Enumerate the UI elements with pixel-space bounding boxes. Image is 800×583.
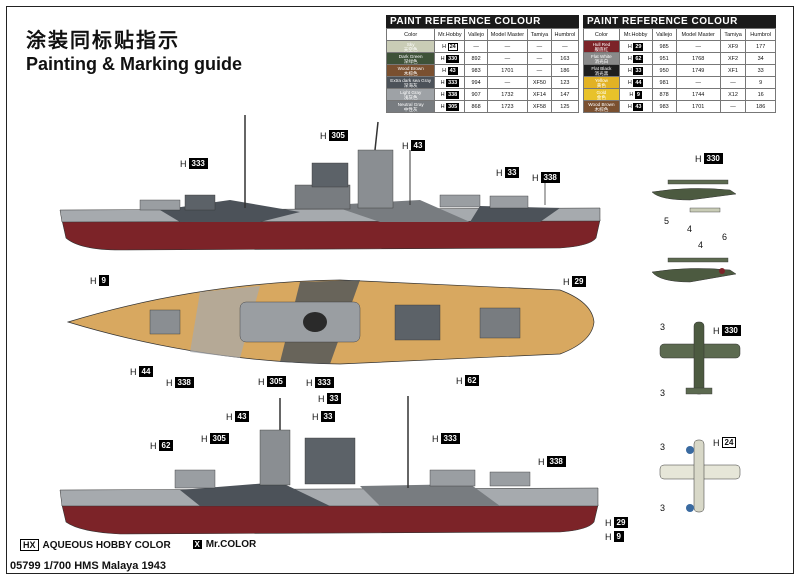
legend-x-box-icon: X (192, 540, 202, 549)
mr-hobby-code: H 24 (434, 40, 466, 53)
decal-number-3d: 3 (660, 503, 666, 513)
table-header: Model Master (675, 28, 721, 41)
table-header: Color (385, 28, 436, 41)
table-header: Tamiya (719, 28, 747, 41)
mr-hobby-code: H 330 (434, 52, 466, 65)
side-profile-lower (59, 396, 599, 535)
mr-hobby-code: H 33 (618, 64, 653, 77)
paint-code: 983 (651, 100, 677, 113)
table-header: Model Master (486, 28, 529, 41)
top-view (66, 279, 595, 365)
paint-code: 123 (550, 76, 580, 89)
aircraft-side-1 (651, 179, 737, 213)
title-chinese: 涂装同标贴指示 (26, 28, 180, 52)
decal-number-4a: 4 (687, 224, 693, 234)
mr-hobby-code: H 305 (434, 100, 466, 113)
paint-code: 186 (745, 100, 776, 113)
decal-number-3c: 3 (660, 442, 666, 452)
decal-number-5: 5 (664, 216, 670, 226)
mr-hobby-code: H 44 (618, 76, 653, 89)
aircraft-side-2 (651, 257, 737, 283)
paint-code: 125 (550, 100, 580, 113)
legend-h-box-icon: HX (20, 539, 39, 551)
paint-code: — (719, 100, 747, 113)
table-header: Humbrol (550, 28, 580, 41)
decal-number-6: 6 (722, 232, 728, 242)
paint-table-left-caption: PAINT REFERENCE COLOUR (386, 15, 579, 28)
paint-table-right-caption: PAINT REFERENCE COLOUR (583, 15, 776, 28)
mr-hobby-code: H 43 (618, 100, 653, 113)
paint-code: 868 (464, 100, 488, 113)
mr-hobby-code: H 338 (434, 88, 466, 101)
table-header: Vallejo (651, 28, 677, 41)
page-frame (6, 6, 794, 574)
decal-number-3b: 3 (660, 388, 666, 398)
aircraft-top (659, 321, 741, 395)
decal-number-4b: 4 (698, 240, 704, 250)
table-header: Mr.Hobby (434, 28, 466, 41)
side-profile-upper (59, 115, 601, 251)
title-english: Painting & Marking guide (26, 54, 243, 74)
aircraft-bottom (659, 439, 741, 513)
paint-code: 983 (464, 64, 488, 77)
footer-title: 05799 1/700 HMS Malaya 1943 (10, 560, 166, 572)
mr-hobby-code: H 62 (618, 52, 653, 65)
decal-number-3a: 3 (660, 322, 666, 332)
paint-code: 1723 (486, 100, 529, 113)
paint-code: 1701 (675, 100, 721, 113)
